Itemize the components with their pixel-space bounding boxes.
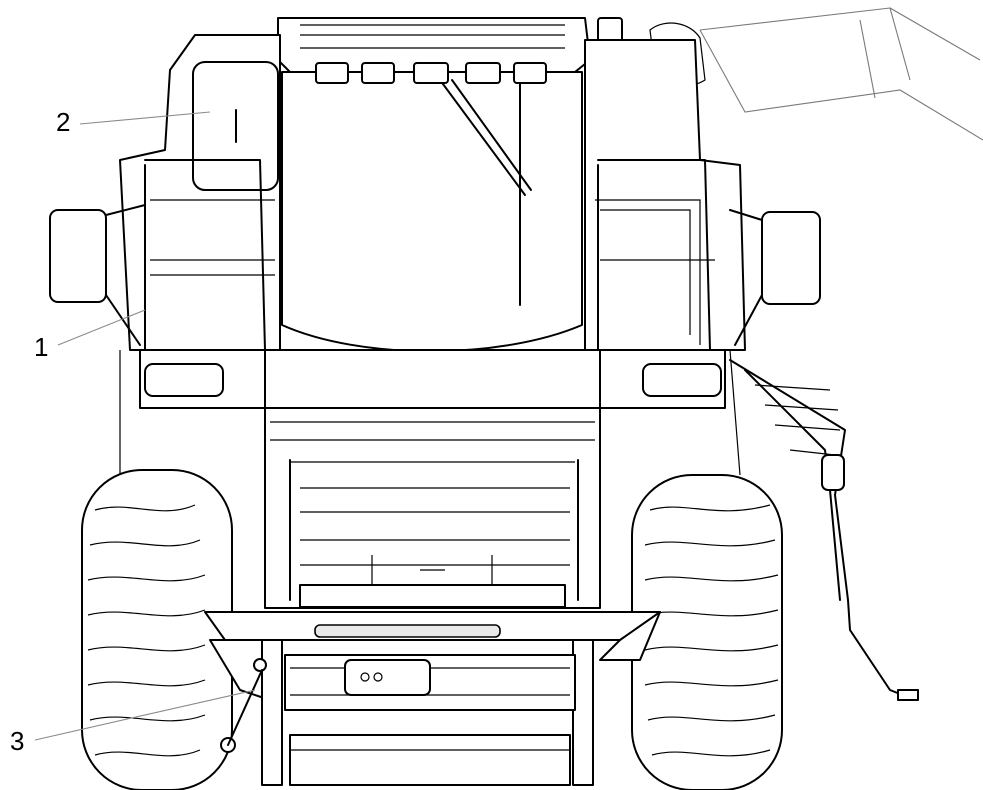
leader-3 [34,689,256,741]
unloading-auger [649,7,983,141]
access-ladder [729,359,919,701]
rear-window [281,62,583,353]
left-mirror [49,209,107,303]
side-mirrors [49,204,821,346]
callout-leaders [34,111,256,741]
callout-1: 1 [34,332,48,362]
hydraulic-unit [344,659,431,696]
right-rear-lamp [642,363,722,397]
callout-2: 2 [56,107,70,137]
left-tire [81,469,233,790]
right-tire [631,474,783,790]
right-upper-body [584,39,746,351]
left-rear-lamp [144,363,224,397]
leader-1 [57,309,146,346]
right-mirror [761,211,821,305]
leader-2 [79,111,211,125]
rear-cross-beam [119,349,741,476]
left-upper-body [119,34,281,351]
rear-axle-frame [204,611,661,786]
straw-chopper [264,407,601,609]
callout-3: 3 [10,726,24,756]
spring [314,624,501,638]
